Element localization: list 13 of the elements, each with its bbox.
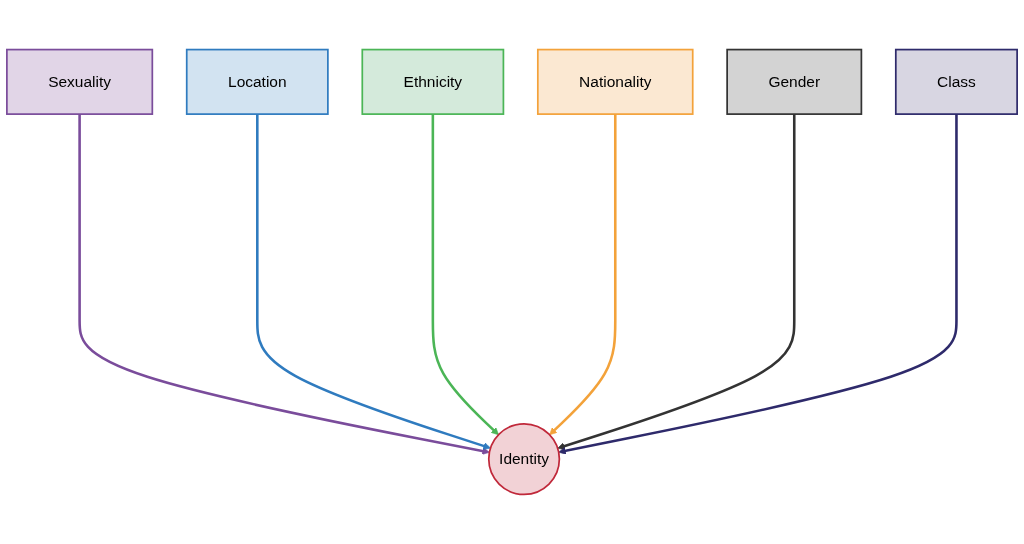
arrow [78,114,490,455]
arrow [431,114,499,436]
arrow [549,114,617,436]
arrow [558,114,958,455]
node-box: Location [185,48,329,115]
node-box: Sexuality [6,48,154,115]
node-circle: Identity [487,422,561,496]
arrow [256,114,491,450]
node-box: Class [894,48,1018,115]
node-box: Gender [726,48,863,115]
arrow [557,114,796,450]
node-box: Ethnicity [361,48,505,115]
node-box: Nationality [536,48,694,115]
